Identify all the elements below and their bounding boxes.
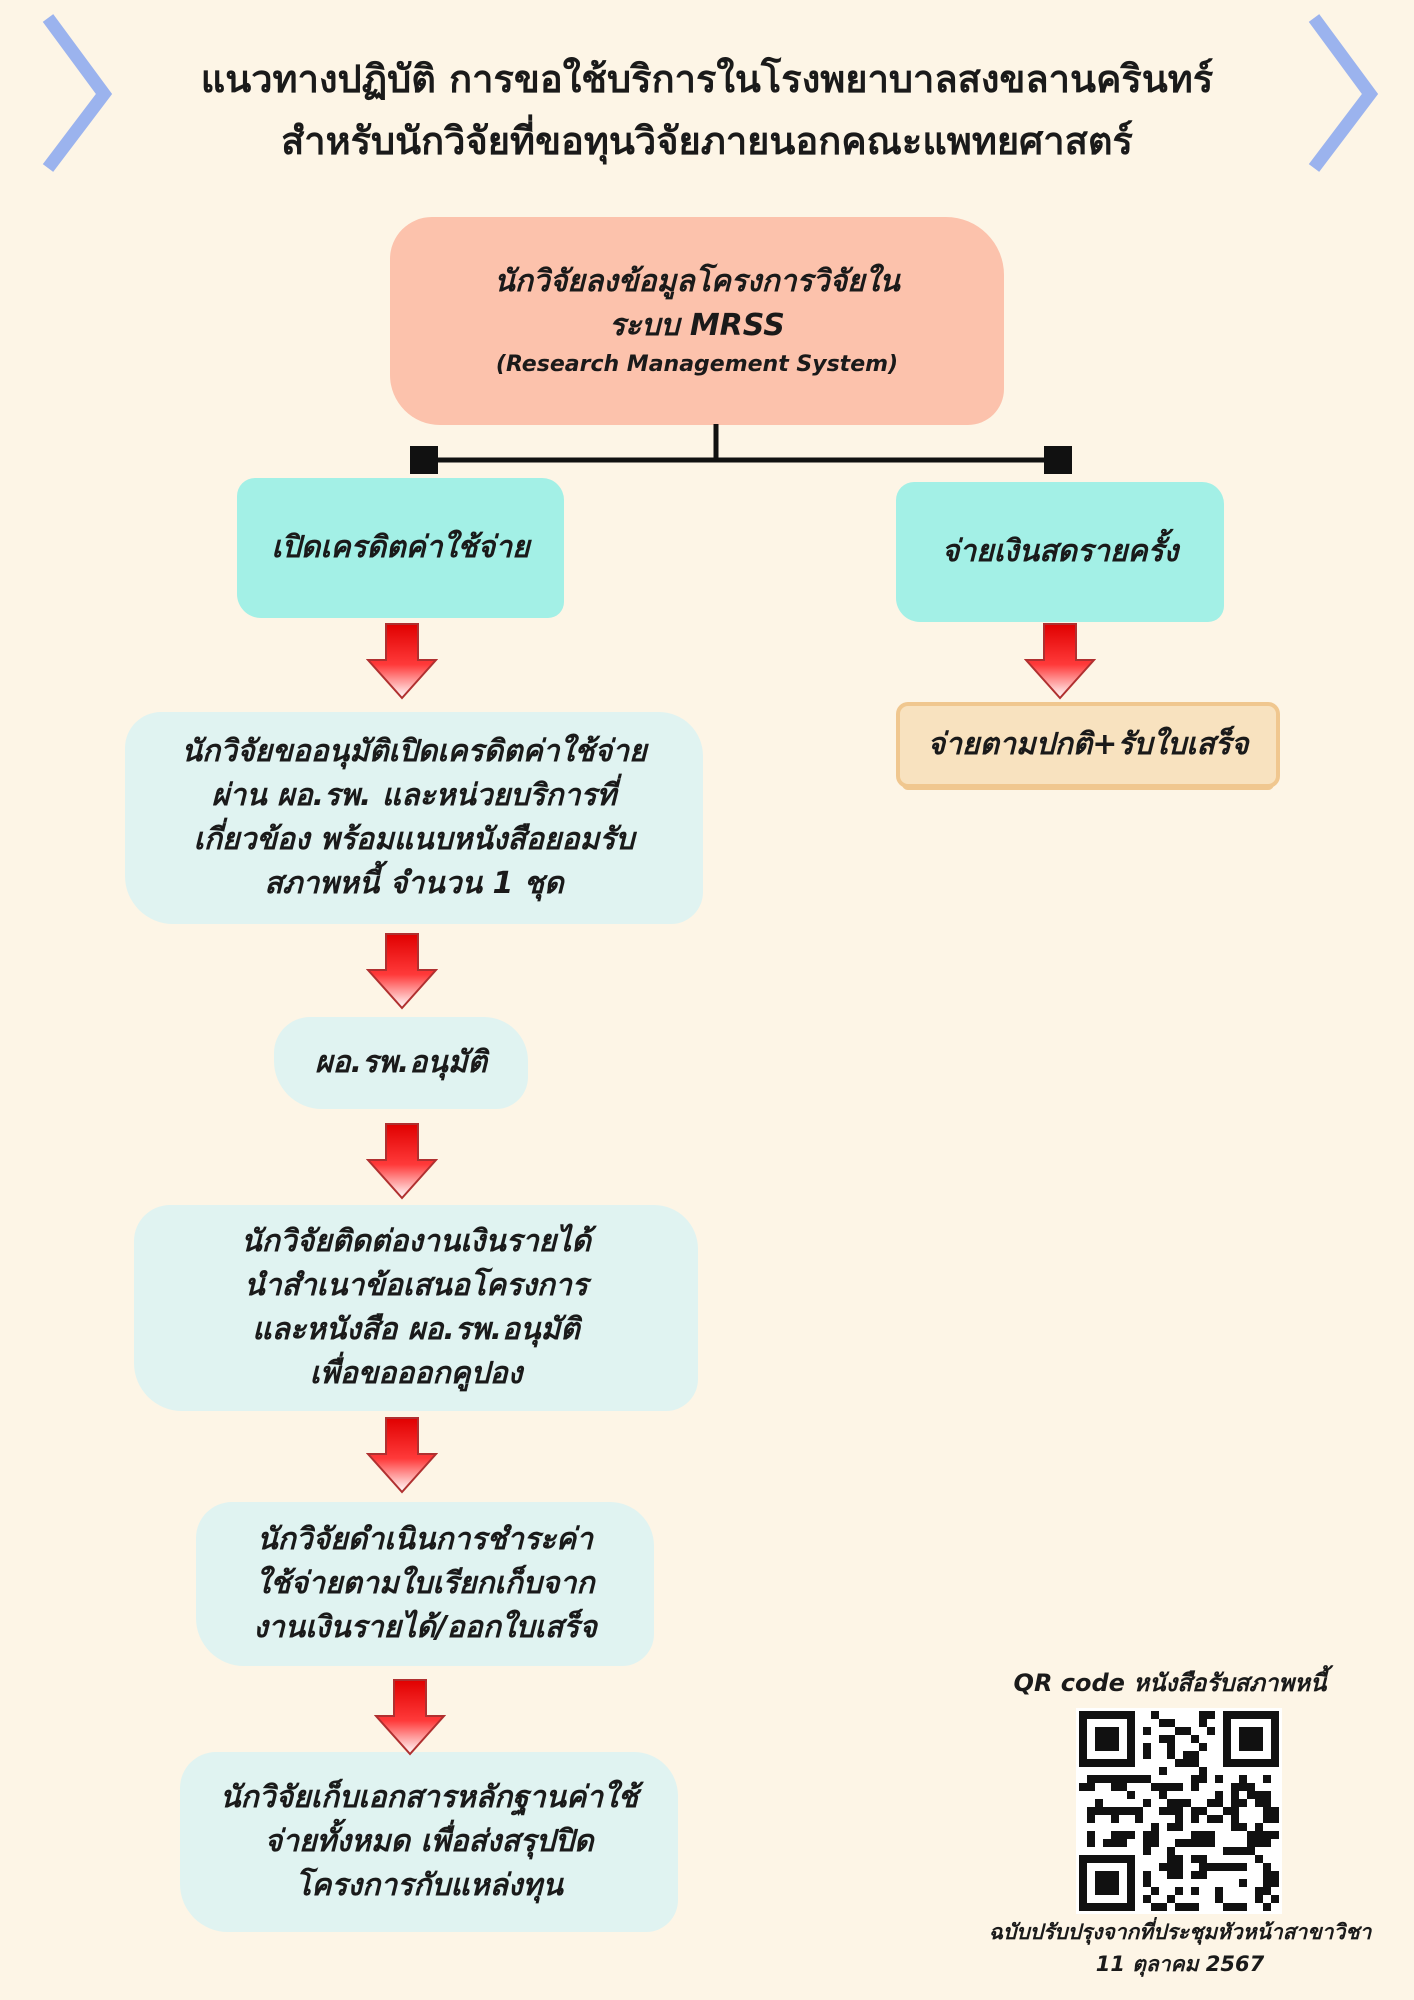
footer-line-1: ฉบับปรับปรุงจากที่ประชุมหัวหน้าสาขาวิชา [988,1920,1372,1944]
step-box-4: นักวิจัยดำเนินการชำระค่า ใช้จ่ายตามใบเรี… [196,1502,654,1666]
cash-result-box: จ่ายตามปกติ+รับใบเสร็จ [900,706,1276,784]
step-5-line-3: โครงการกับแหล่งทุน [295,1868,563,1903]
qr-code-icon[interactable] [1076,1708,1282,1914]
credit-branch-label: เปิดเครดิตค่าใช้จ่าย [271,530,530,565]
title-line-2: สำหรับนักวิจัยที่ขอทุนวิจัยภายนอกคณะแพทย… [281,119,1133,163]
page-title: แนวทางปฏิบัติ การขอใช้บริการในโรงพยาบาลส… [100,48,1314,172]
arrow-down-icon [375,1679,445,1755]
step-3-line-2: นำสำเนาข้อเสนอโครงการ [244,1268,588,1303]
step-box-1: นักวิจัยขออนุมัติเปิดเครดิตค่าใช้จ่าย ผ่… [125,712,703,924]
step-1-line-1: นักวิจัยขออนุมัติเปิดเครดิตค่าใช้จ่าย [181,734,647,769]
step-box-2: ผอ.รพ.อนุมัติ [274,1017,528,1109]
step-4-line-2: ใช้จ่ายตามใบเรียกเก็บจาก [255,1566,595,1601]
arrow-down-icon [1025,623,1095,699]
step-3-line-3: และหนังสือ ผอ.รพ.อนุมัติ [252,1312,580,1347]
branch-connector [410,424,1072,474]
arrow-down-icon [367,933,437,1009]
left-chevron-icon [42,14,113,172]
step-4-line-3: งานเงินรายได้/ออกใบเสร็จ [253,1610,597,1645]
arrow-down-icon [367,623,437,699]
credit-branch-box: เปิดเครดิตค่าใช้จ่าย [237,478,564,618]
qr-caption: QR code หนังสือรับสภาพหนี้ [1013,1669,1327,1697]
step-1-line-2: ผ่าน ผอ.รพ. และหน่วยบริการที่ [211,778,617,813]
step-3-line-4: เพื่อขอออกคูปอง [309,1356,523,1391]
arrow-down-icon [367,1417,437,1493]
top-box-line-2: ระบบ MRSS [609,308,785,343]
title-line-1: แนวทางปฏิบัติ การขอใช้บริการในโรงพยาบาลส… [200,57,1214,101]
cash-branch-box: จ่ายเงินสดรายครั้ง [896,482,1224,622]
footer-line-2: 11 ตุลาคม 2567 [1095,1952,1265,1976]
top-box-line-1: นักวิจัยลงข้อมูลโครงการวิจัยใน [494,264,900,299]
step-box-3: นักวิจัยติดต่องานเงินรายได้ นำสำเนาข้อเส… [134,1205,698,1411]
step-4-line-1: นักวิจัยดำเนินการชำระค่า [257,1522,593,1557]
arrow-down-icon [367,1123,437,1199]
footer-note: ฉบับปรับปรุงจากที่ประชุมหัวหน้าสาขาวิชา … [960,1916,1400,1980]
right-chevron-icon [1308,14,1379,172]
step-box-5: นักวิจัยเก็บเอกสารหลักฐานค่าใช้ จ่ายทั้ง… [180,1752,678,1932]
step-2-line-1: ผอ.รพ.อนุมัติ [314,1045,488,1080]
mrss-entry-box: นักวิจัยลงข้อมูลโครงการวิจัยใน ระบบ MRSS… [390,217,1004,425]
cash-result-label: จ่ายตามปกติ+รับใบเสร็จ [927,727,1249,762]
step-5-line-1: นักวิจัยเก็บเอกสารหลักฐานค่าใช้ [220,1780,638,1815]
top-box-line-3: (Research Management System) [495,352,899,377]
step-3-line-1: นักวิจัยติดต่องานเงินรายได้ [241,1224,591,1259]
step-1-line-4: สภาพหนี้ จำนวน 1 ชุด [264,866,564,901]
step-5-line-2: จ่ายทั้งหมด เพื่อส่งสรุปปิด [264,1824,594,1859]
step-1-line-3: เกี่ยวข้อง พร้อมแนบหนังสือยอมรับ [193,822,635,857]
cash-branch-label: จ่ายเงินสดรายครั้ง [941,534,1179,569]
